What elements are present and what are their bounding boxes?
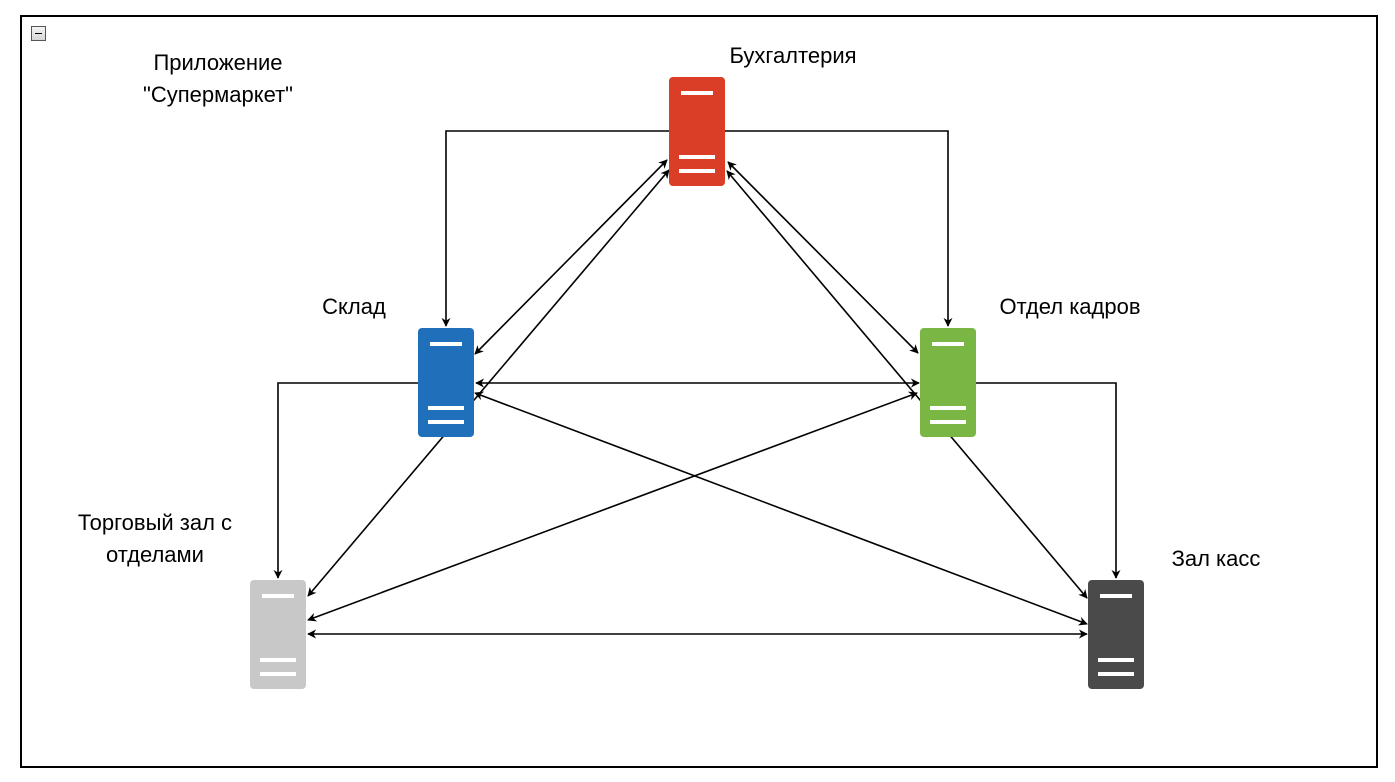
edges [273, 130, 1121, 639]
edge-sklad-buhgalteriya-1[interactable] [474, 159, 668, 355]
node-zal-kass[interactable] [1088, 580, 1144, 689]
edge-buhgalteriya-otdel-kadrov[interactable] [727, 161, 919, 354]
container-title-line1: Приложение [153, 50, 283, 75]
node-buhgalteriya[interactable] [669, 77, 725, 186]
edge-sklad-zal-kass[interactable] [474, 391, 1088, 626]
edge-torgovyi-zal-otdel-kadrov[interactable] [307, 391, 918, 622]
node-sklad[interactable] [418, 328, 474, 437]
edge-buhgalteriya-to-otdel-kadrov[interactable] [725, 130, 953, 327]
node-otdel-kadrov[interactable] [920, 328, 976, 437]
node-torgovyi-zal[interactable] [250, 580, 306, 689]
label-torgovyi-zal-line1: Торговый зал с [77, 510, 233, 535]
label-torgovyi-zal: Торговый зал с отделами [55, 507, 255, 571]
label-torgovyi-zal-line2: отделами [106, 542, 204, 567]
container-title-line2: "Супермаркет" [143, 82, 293, 107]
edge-buhgalteriya-to-sklad[interactable] [441, 130, 669, 327]
label-zal-kass: Зал касс [1171, 546, 1261, 571]
container-frame [20, 15, 1378, 768]
edge-buhgalteriya-zal-kass[interactable] [726, 170, 1088, 599]
container-title: Приложение "Супермаркет" [118, 47, 318, 111]
label-buhgalteriya: Бухгалтерия [729, 43, 857, 68]
collapse-minus-icon[interactable] [31, 26, 46, 41]
